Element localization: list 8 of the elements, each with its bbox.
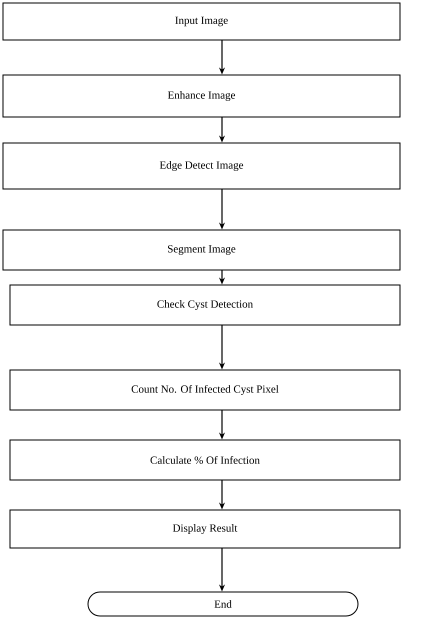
process-box: Input Image <box>2 2 400 40</box>
process-box: Check Cyst Detection <box>10 284 400 326</box>
process-box: Segment Image <box>2 230 400 270</box>
process-box: Display Result <box>10 510 400 548</box>
process-box: Calculate % Of Infection <box>10 440 400 480</box>
process-box: Enhance Image <box>2 74 400 118</box>
process-box: Edge Detect Image <box>2 142 400 190</box>
process-box: Count No. Of Infected Cyst Pixel <box>10 370 400 410</box>
